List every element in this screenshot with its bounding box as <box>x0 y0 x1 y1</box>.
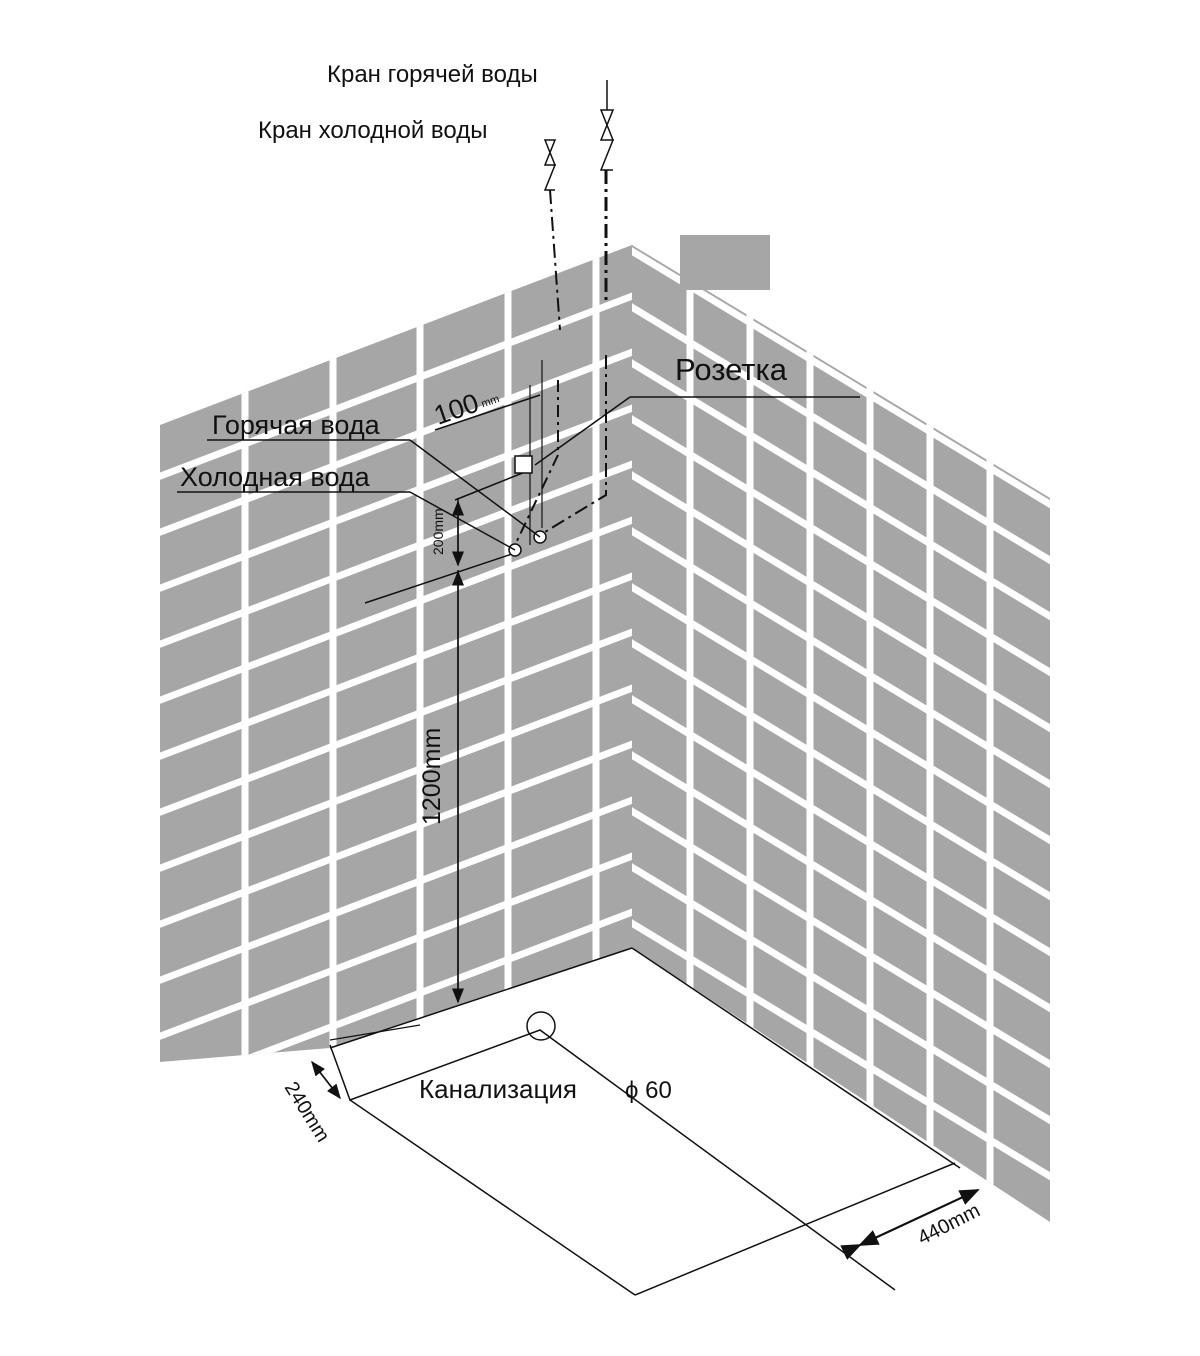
grout-line <box>160 513 632 708</box>
drain-size-label: ϕ 60 <box>625 1077 672 1104</box>
grout-line <box>160 793 632 988</box>
tile-extension <box>680 235 770 290</box>
dim-240-label: 240mm <box>280 1078 334 1146</box>
dim-240-arrow-back <box>311 1060 341 1099</box>
grout-line <box>160 457 632 652</box>
dim-440-arrow-back <box>858 1189 979 1246</box>
dim-440-label: 440mm <box>914 1200 983 1250</box>
cold-water-label: Холодная вода <box>180 462 371 492</box>
right-wall <box>632 245 1050 1222</box>
hot-water-label: Горячая вода <box>212 410 381 440</box>
cold-valve-icon <box>543 139 557 191</box>
socket-box <box>514 455 533 474</box>
drain-label: Канализация <box>419 1074 577 1104</box>
dim-200-label: 200mm <box>430 508 446 555</box>
cold-tap-label: Кран холодной воды <box>258 117 487 144</box>
socket-label: Розетка <box>675 352 788 387</box>
hot-tap-label: Кран горячей воды <box>327 61 538 88</box>
grout-line <box>150 1133 640 1320</box>
grout-line <box>160 681 632 876</box>
pipes <box>329 80 615 1041</box>
grout-line <box>160 849 632 1044</box>
grout-line <box>150 1077 640 1264</box>
drain-circle <box>526 1011 556 1041</box>
grout-line <box>160 737 632 932</box>
hot-valve-icon <box>599 109 615 171</box>
grout-line <box>160 625 632 820</box>
drain-dimension-lines <box>329 1029 896 1291</box>
dim-100-unit: mm <box>480 393 501 410</box>
dim-1200-label: 1200mm <box>418 728 446 825</box>
left-wall <box>150 245 640 1320</box>
grout-line <box>160 905 632 1062</box>
leader-lines <box>177 396 860 551</box>
cold-pipe <box>549 189 561 331</box>
grout-line <box>160 289 632 484</box>
grout-line <box>160 569 632 764</box>
